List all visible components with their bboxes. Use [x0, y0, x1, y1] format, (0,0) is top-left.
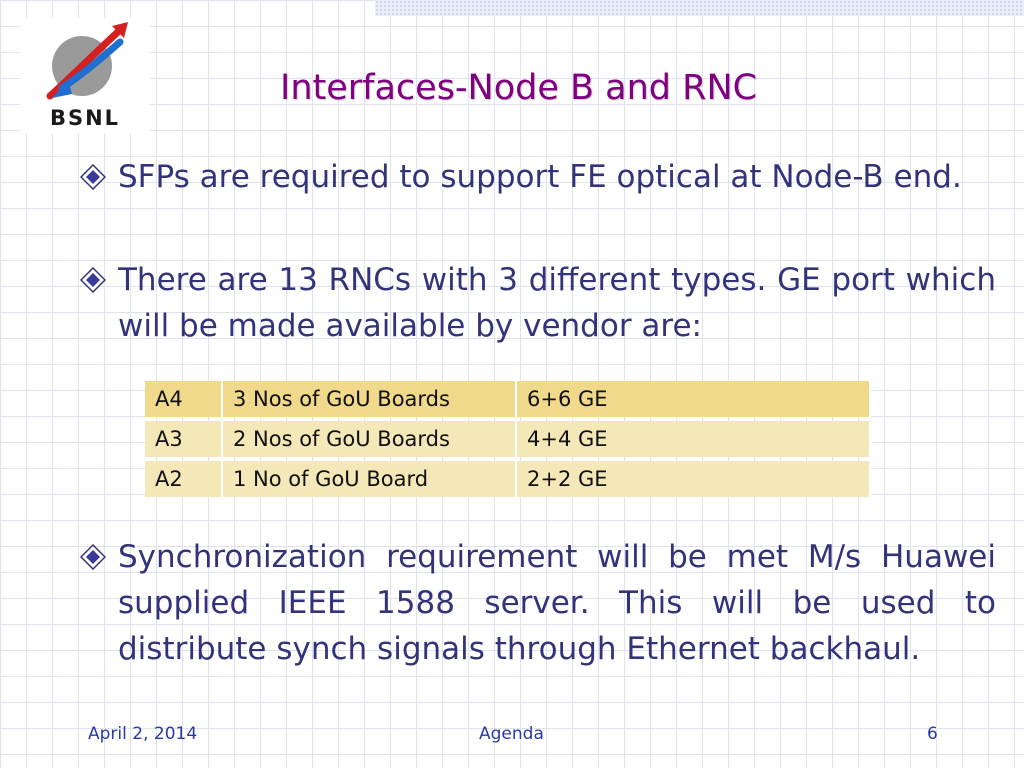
- table-cell-boards: 2 Nos of GoU Boards: [223, 421, 517, 457]
- diamond-bullet-icon: [80, 267, 106, 293]
- table-cell-type: A2: [145, 461, 223, 497]
- table-cell-ports: 6+6 GE: [517, 381, 871, 417]
- table-cell-boards: 3 Nos of GoU Boards: [223, 381, 517, 417]
- bullet-text: Synchronization requirement will be met …: [118, 539, 996, 667]
- top-decorative-band: [375, 0, 1024, 16]
- bsnl-logo: BSNL: [20, 18, 150, 133]
- table-cell-type: A3: [145, 421, 223, 457]
- table-cell-ports: 2+2 GE: [517, 461, 871, 497]
- rnc-types-table: A4 3 Nos of GoU Boards 6+6 GE A3 2 Nos o…: [145, 377, 871, 501]
- bullet-text: SFPs are required to support FE optical …: [118, 159, 962, 195]
- bsnl-logo-icon: [46, 22, 128, 100]
- logo-text: BSNL: [49, 106, 121, 130]
- footer-center-label: Agenda: [479, 724, 544, 744]
- bullet-item: There are 13 RNCs with 3 different types…: [80, 257, 996, 349]
- slide-title: Interfaces-Node B and RNC: [280, 68, 758, 108]
- table-cell-ports: 4+4 GE: [517, 421, 871, 457]
- bullet-item: Synchronization requirement will be met …: [80, 534, 996, 672]
- diamond-bullet-icon: [80, 544, 106, 570]
- table-cell-boards: 1 No of GoU Board: [223, 461, 517, 497]
- footer-date: April 2, 2014: [88, 724, 198, 744]
- diamond-bullet-icon: [80, 164, 106, 190]
- bullet-item: SFPs are required to support FE optical …: [80, 154, 996, 200]
- table-row: A2 1 No of GoU Board 2+2 GE: [145, 461, 871, 497]
- bullet-text: There are 13 RNCs with 3 different types…: [118, 262, 996, 344]
- table-row: A3 2 Nos of GoU Boards 4+4 GE: [145, 421, 871, 457]
- table-cell-type: A4: [145, 381, 223, 417]
- table-row: A4 3 Nos of GoU Boards 6+6 GE: [145, 381, 871, 417]
- footer-page-number: 6: [927, 724, 938, 744]
